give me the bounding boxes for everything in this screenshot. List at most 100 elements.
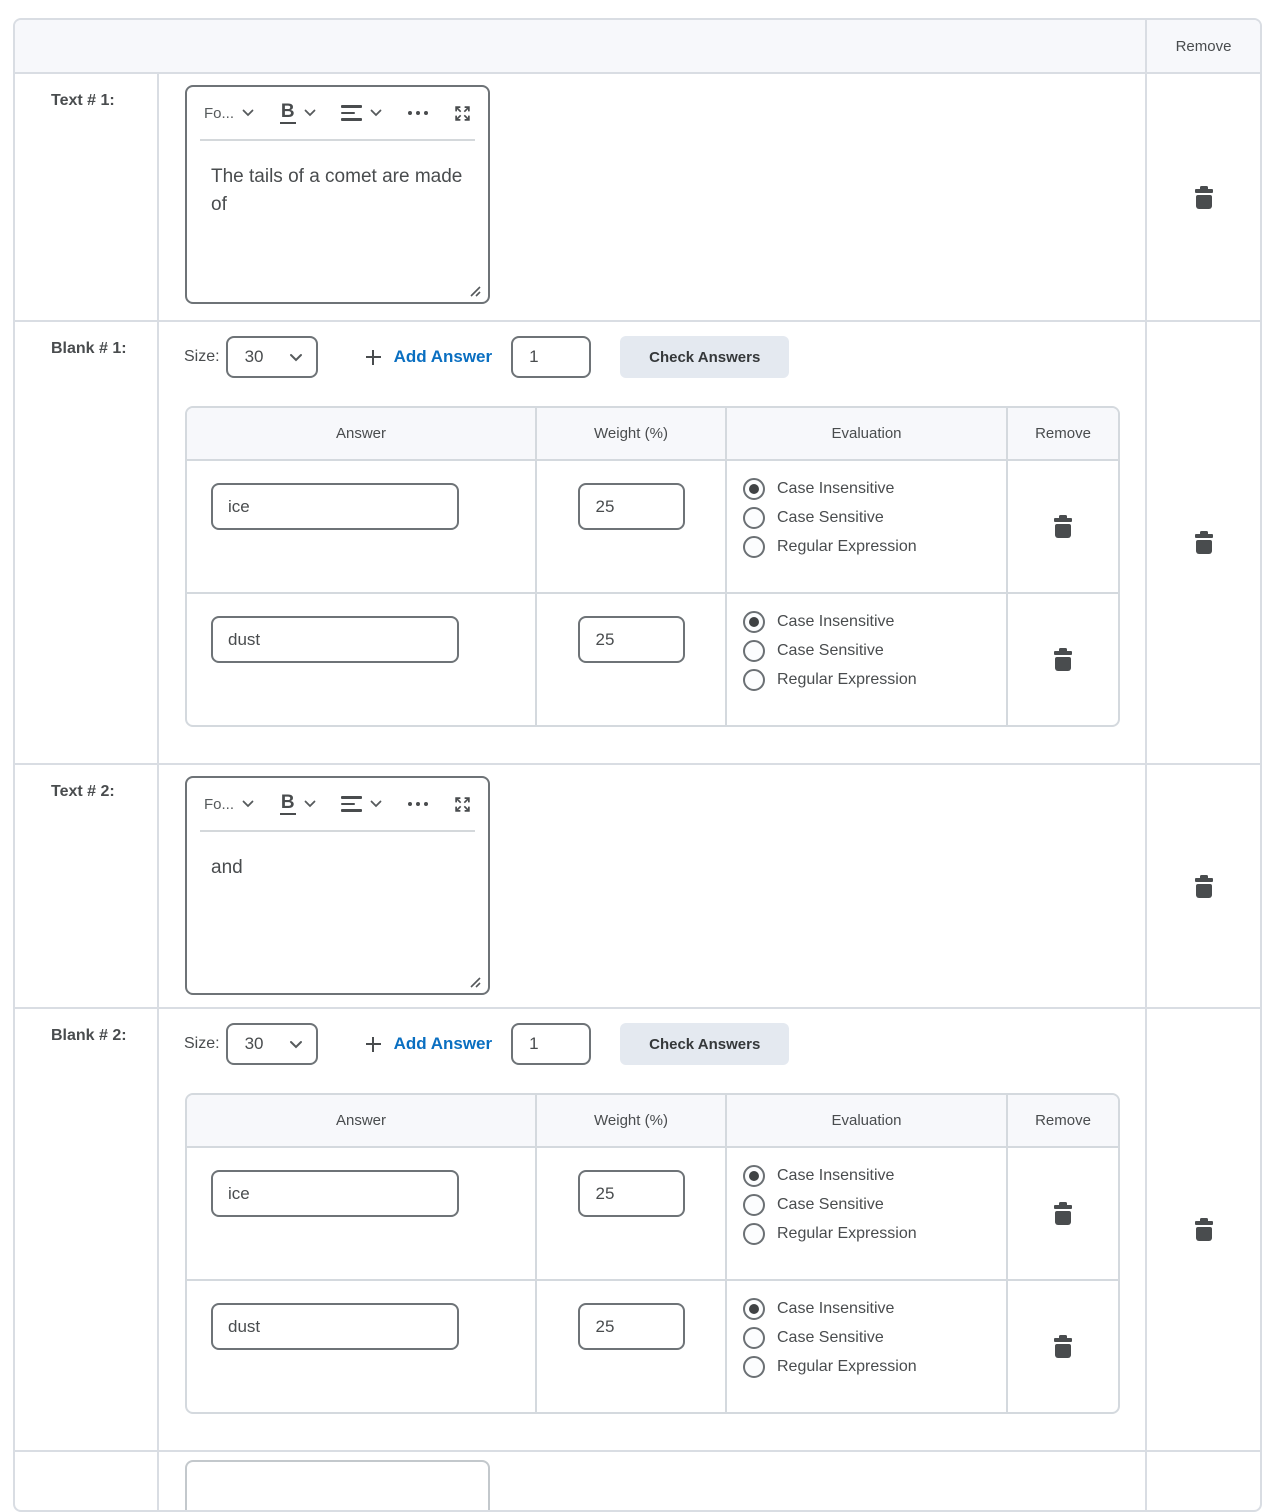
chevron-down-icon (289, 353, 302, 361)
answer-column-header: Answer (335, 1112, 387, 1129)
check-answers-button[interactable]: Check Answers (620, 336, 790, 378)
remove-text-1-button[interactable] (1190, 182, 1218, 213)
fullscreen-button[interactable] (454, 105, 471, 122)
radio-regular-expression[interactable]: Regular Expression (743, 1356, 1006, 1378)
radio-selected-icon (743, 1165, 765, 1187)
editor-toolbar: Fo... B (187, 778, 488, 830)
header-spacer (15, 20, 1145, 72)
question-parts-table: Remove Text # 1: Fo... B (13, 18, 1262, 1512)
chevron-down-icon (304, 800, 315, 808)
remove-answer-button[interactable] (1049, 644, 1077, 675)
row-label-cell: Text # 2: (15, 765, 159, 1007)
answer-input[interactable] (211, 1170, 459, 1217)
editor-content[interactable]: The tails of a comet are made of (211, 166, 463, 215)
radio-selected-icon (743, 1298, 765, 1320)
answer-input[interactable] (211, 1303, 459, 1350)
align-dropdown[interactable] (341, 796, 382, 812)
format-dropdown[interactable]: Fo... (204, 105, 254, 122)
text-2-label: Text # 2: (51, 783, 115, 800)
editor-content[interactable]: and (211, 857, 243, 878)
answer-input[interactable] (211, 616, 459, 663)
chevron-down-icon (242, 109, 254, 117)
align-dropdown[interactable] (341, 105, 382, 121)
size-select[interactable]: 30 (225, 1023, 318, 1065)
radio-case-sensitive[interactable]: Case Sensitive (743, 1327, 1006, 1349)
format-dropdown[interactable]: Fo... (204, 796, 254, 813)
remove-answer-button[interactable] (1049, 1198, 1077, 1229)
remove-cell (1145, 1452, 1260, 1510)
radio-unselected-icon (743, 1327, 765, 1349)
answer-column-header: Answer (335, 425, 387, 442)
chevron-down-icon (370, 109, 382, 117)
add-answer-button[interactable]: Add Answer (365, 1034, 493, 1054)
radio-case-sensitive[interactable]: Case Sensitive (743, 1194, 1006, 1216)
text-2-row: Text # 2: Fo... B (15, 763, 1260, 1007)
chevron-down-icon (242, 800, 254, 808)
radio-case-insensitive[interactable]: Case Insensitive (743, 478, 1006, 500)
radio-unselected-icon (743, 507, 765, 529)
more-options-button[interactable] (408, 111, 429, 115)
more-options-button[interactable] (408, 802, 429, 806)
bold-dropdown[interactable]: B (279, 793, 316, 815)
text-1-row: Text # 1: Fo... B (15, 72, 1260, 320)
radio-case-sensitive[interactable]: Case Sensitive (743, 507, 1006, 529)
bold-icon: B (279, 101, 296, 124)
weight-column-header: Weight (%) (535, 1095, 725, 1146)
answer-count-input[interactable] (511, 1023, 592, 1065)
chevron-down-icon (304, 109, 315, 117)
answer-row: Case Insensitive Case Sensitive Regular … (187, 459, 1118, 592)
remove-blank-2-button[interactable] (1190, 1214, 1218, 1245)
weight-input[interactable] (577, 1170, 685, 1217)
format-label: Fo... (204, 104, 235, 122)
radio-case-insensitive[interactable]: Case Insensitive (743, 1165, 1006, 1187)
answers-table: Answer Weight (%) Evaluation Remove (185, 406, 1120, 727)
answers-table-header: Answer Weight (%) Evaluation Remove (187, 1095, 1118, 1146)
resize-handle-icon[interactable] (467, 974, 481, 988)
row-label-cell (15, 1452, 159, 1510)
remove-answer-button[interactable] (1049, 511, 1077, 542)
chevron-down-icon (370, 800, 382, 808)
trash-icon (1053, 1202, 1073, 1225)
align-left-icon (341, 105, 363, 121)
answer-row: Case Insensitive Case Sensitive Regular … (187, 1146, 1118, 1279)
resize-handle-icon[interactable] (467, 283, 481, 297)
radio-unselected-icon (743, 1223, 765, 1245)
plus-icon (365, 349, 381, 365)
remove-cell (1145, 74, 1260, 320)
add-answer-label: Add Answer (393, 1034, 493, 1053)
add-answer-button[interactable]: Add Answer (365, 347, 493, 367)
answer-count-input[interactable] (511, 336, 592, 378)
blank-controls: Size: 30 Add Answer Check Answers (184, 1023, 1145, 1065)
remove-blank-1-button[interactable] (1190, 527, 1218, 558)
remove-cell (1145, 765, 1260, 1007)
answer-input[interactable] (211, 483, 459, 530)
bold-dropdown[interactable]: B (279, 101, 316, 124)
radio-unselected-icon (743, 1356, 765, 1378)
text-3-content-cell (159, 1452, 1145, 1510)
weight-input[interactable] (577, 616, 685, 663)
radio-case-sensitive[interactable]: Case Sensitive (743, 640, 1006, 662)
trash-icon (1194, 531, 1214, 554)
radio-regular-expression[interactable]: Regular Expression (743, 1223, 1006, 1245)
add-answer-label: Add Answer (393, 347, 493, 366)
check-answers-button[interactable]: Check Answers (620, 1023, 790, 1065)
radio-regular-expression[interactable]: Regular Expression (743, 669, 1006, 691)
size-select-value: 30 (244, 1034, 264, 1053)
remove-answer-button[interactable] (1049, 1331, 1077, 1362)
remove-cell (1145, 1009, 1260, 1450)
radio-case-insensitive[interactable]: Case Insensitive (743, 1298, 1006, 1320)
blank-2-row: Blank # 2: Size: 30 Add Answer Check Ans… (15, 1007, 1260, 1450)
text-1-label: Text # 1: (51, 92, 115, 109)
radio-case-insensitive[interactable]: Case Insensitive (743, 611, 1006, 633)
size-select[interactable]: 30 (225, 336, 318, 378)
row-label-cell: Blank # 2: (15, 1009, 159, 1450)
fullscreen-button[interactable] (454, 796, 471, 813)
remove-text-2-button[interactable] (1190, 871, 1218, 902)
text-2-content-cell: Fo... B (159, 765, 1145, 1007)
blank-controls: Size: 30 Add Answer Check Answers (184, 336, 1145, 378)
radio-regular-expression[interactable]: Regular Expression (743, 536, 1006, 558)
radio-unselected-icon (743, 536, 765, 558)
evaluation-radio-group: Case Insensitive Case Sensitive Regular … (727, 594, 1006, 691)
weight-input[interactable] (577, 1303, 685, 1350)
weight-input[interactable] (577, 483, 685, 530)
